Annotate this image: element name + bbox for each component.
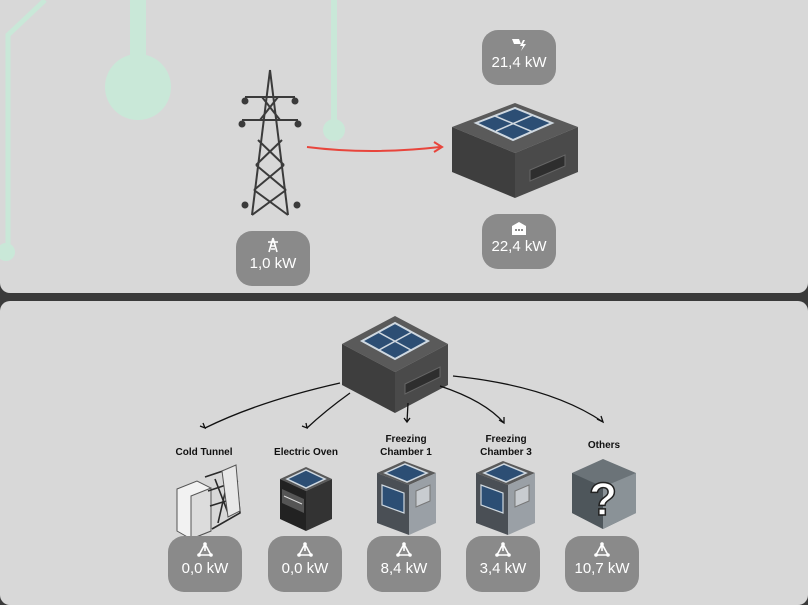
consumer-label-freezing-chamber-1: Freezing Chamber 1 bbox=[380, 434, 432, 458]
solar-power-value: 21,4 kW bbox=[491, 54, 547, 71]
cold-tunnel-icon bbox=[176, 464, 241, 540]
consumer-value-freezing-chamber-3: 3,4 kW bbox=[479, 560, 527, 577]
building-power-badge: 22,4 kW bbox=[482, 214, 556, 269]
consumer-badge-cold-tunnel: 0,0 kW bbox=[168, 536, 242, 592]
grid-power-value: 1,0 kW bbox=[249, 255, 297, 272]
consumption-icon bbox=[495, 542, 511, 557]
power-tower-icon bbox=[268, 237, 278, 253]
consumption-icon bbox=[197, 542, 213, 557]
consumer-value-freezing-chamber-1: 8,4 kW bbox=[380, 560, 428, 577]
consumption-icon bbox=[594, 542, 610, 557]
flow-arrow bbox=[306, 141, 444, 153]
consumer-label-freezing-chamber-3: Freezing Chamber 3 bbox=[480, 434, 532, 458]
building-icon bbox=[452, 103, 578, 198]
building-icon bbox=[342, 316, 448, 413]
freezing-chamber-1-icon bbox=[377, 461, 436, 535]
consumer-value-electric-oven: 0,0 kW bbox=[281, 560, 329, 577]
consumer-badge-others: 10,7 kW bbox=[565, 536, 639, 592]
consumer-label-others: Others bbox=[587, 440, 621, 451]
consumer-value-cold-tunnel: 0,0 kW bbox=[181, 560, 229, 577]
consumers-diagram: ? bbox=[176, 316, 636, 540]
freezing-chamber-3-icon bbox=[476, 461, 535, 535]
circuit-lines bbox=[0, 0, 345, 261]
consumer-badge-freezing-chamber-1: 8,4 kW bbox=[367, 536, 441, 592]
transmission-tower-icon bbox=[238, 69, 302, 216]
solar-panel-bolt-icon bbox=[512, 39, 526, 51]
consumers-panel: ? Cold Tunnel Electric Oven Freezing Cha… bbox=[0, 301, 808, 605]
question-mark-icon: ? bbox=[572, 459, 636, 529]
consumer-badge-electric-oven: 0,0 kW bbox=[268, 536, 342, 592]
consumption-icon bbox=[297, 542, 313, 557]
factory-icon bbox=[512, 222, 526, 235]
energy-flow-diagram bbox=[0, 0, 578, 261]
building-power-value: 22,4 kW bbox=[491, 238, 547, 255]
energy-flow-panel: 21,4 kW 22,4 kW 1,0 kW bbox=[0, 0, 808, 293]
solar-power-badge: 21,4 kW bbox=[482, 30, 556, 85]
distribution-arrows bbox=[199, 375, 605, 430]
consumer-value-others: 10,7 kW bbox=[574, 560, 630, 577]
consumer-label-electric-oven: Electric Oven bbox=[274, 447, 338, 458]
svg-text:?: ? bbox=[589, 473, 617, 525]
consumer-badge-freezing-chamber-3: 3,4 kW bbox=[466, 536, 540, 592]
electric-oven-icon bbox=[280, 467, 332, 531]
grid-power-badge: 1,0 kW bbox=[236, 231, 310, 286]
consumption-icon bbox=[396, 542, 412, 557]
consumer-label-cold-tunnel: Cold Tunnel bbox=[175, 447, 233, 458]
